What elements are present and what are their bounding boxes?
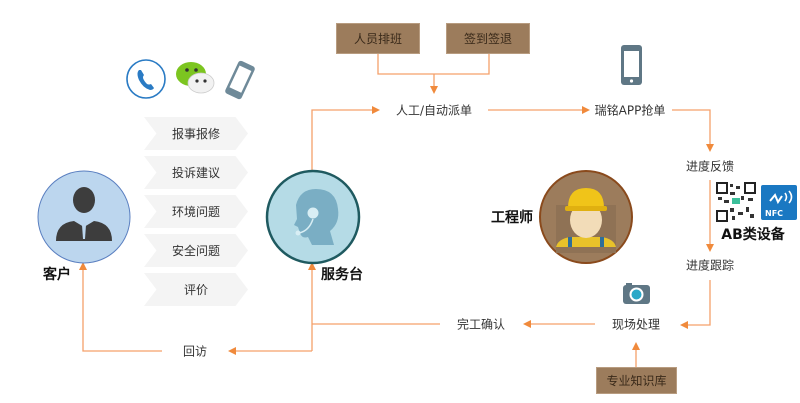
knowledge-base-box: 专业知识库 (596, 367, 677, 394)
engineer-label: 工程师 (491, 210, 533, 226)
scheduling-box: 人员排班 (336, 23, 420, 54)
ab-devices-label: AB类设备 (721, 227, 785, 243)
request-type-complaint: 投诉建议 (144, 156, 248, 189)
nfc-label: NFC (765, 209, 784, 218)
customer-label: 客户 (43, 267, 71, 283)
arrow-app-to-feedback (672, 109, 714, 152)
checkin-box: 签到签退 (446, 23, 530, 54)
service-desk-label: 服务台 (321, 267, 363, 283)
onsite-step: 现场处理 (611, 317, 661, 332)
dispatch-step: 人工/自动派单 (395, 103, 473, 118)
request-type-evaluation: 评价 (144, 273, 248, 306)
progress-tracking-step: 进度跟踪 (685, 258, 735, 273)
request-type-repair: 报事报修 (144, 117, 248, 150)
progress-feedback-step: 进度反馈 (685, 159, 735, 174)
completion-step: 完工确认 (456, 317, 506, 332)
arrow-revisit-to-customer (79, 262, 162, 352)
app-grab-step: 瑞铭APP抢单 (594, 103, 666, 118)
line-boxes-merge (377, 54, 490, 75)
request-type-environment: 环境问题 (144, 195, 248, 228)
request-type-safety: 安全问题 (144, 234, 248, 267)
revisit-step: 回访 (182, 344, 208, 359)
arrow-service-to-dispatch (311, 106, 380, 170)
